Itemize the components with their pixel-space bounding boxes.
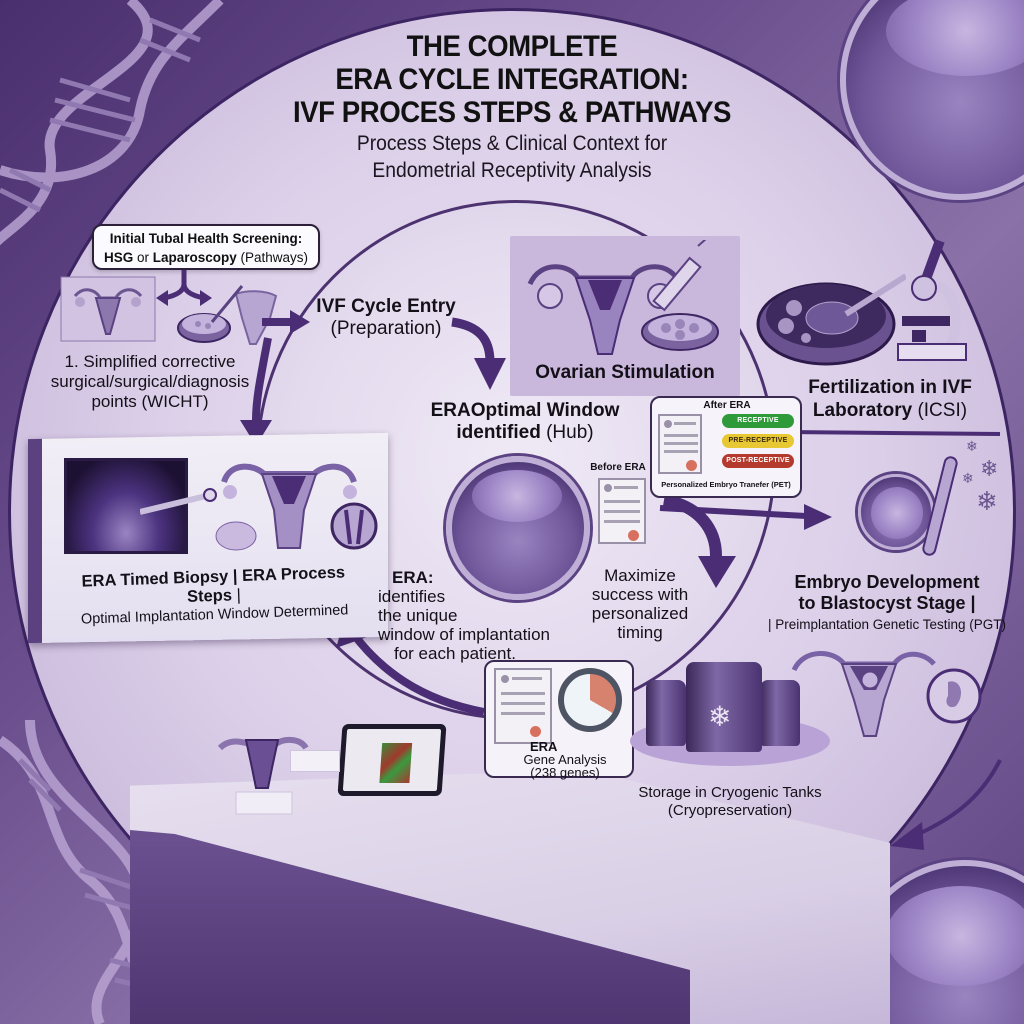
embryo-dev-line-3: | Preimplantation Genetic Testing (PGT): [767, 617, 1007, 632]
era-result-card: After ERA RECEPTIVE PRE-RECEPTIVE POST-R…: [650, 396, 802, 498]
gene-title: ERA: [530, 739, 558, 754]
corrective-line-3: points (WICHT): [91, 392, 209, 411]
uterus-implantation-icon: [791, 651, 982, 737]
maximize-line-4: timing: [617, 623, 663, 642]
subtitle-line-2: Endometrial Receptivity Analysis: [372, 159, 652, 182]
hub-rest: (Hub): [540, 422, 594, 443]
page-subtitle: Process Steps & Clinical Context for End…: [282, 130, 742, 184]
or-label: or: [133, 250, 153, 265]
gene-line-1: Gene Analysis: [523, 752, 607, 767]
cryo-tank-right-icon: [760, 680, 800, 746]
era-desc-line-1: identifies: [378, 587, 446, 606]
dna-helix-top-left-icon: [0, 0, 224, 246]
snowflake-icon: ❄: [980, 456, 999, 481]
maximize-line-1: Maximize: [604, 566, 676, 585]
pathways-label: (Pathways): [236, 250, 309, 265]
desk-box: [290, 750, 340, 772]
maximize-line-2: success with: [591, 585, 689, 604]
snowflake-icon: ❄: [962, 470, 974, 486]
pet-caption: Personalized Embryo Tranefer (PET): [661, 480, 791, 489]
storage-label: Storage in Cryogenic Tanks (Cryopreserva…: [620, 784, 840, 820]
corrective-line-2: surgical/surgical/diagnosis: [50, 372, 250, 391]
cryo-tank-center-icon: ❄: [686, 662, 762, 752]
screening-line-1: Initial Tubal Health Screening:: [109, 231, 303, 246]
era-desc-title: ERA:: [392, 568, 434, 587]
clock-icon: [558, 668, 622, 732]
era-biopsy-label: ERA Timed Biopsy | ERA Process Steps | O…: [63, 563, 365, 630]
maximize-success-text: Maximize success with personalized timin…: [580, 566, 700, 642]
tablet-device-icon: [337, 724, 447, 796]
uterus-model-icon: [217, 736, 309, 815]
uterus-biopsy-diagram-icon: [215, 463, 378, 551]
gene-analysis-label: ERA Gene Analysis (238 genes): [510, 740, 620, 779]
embryo-dev-line-2: to Blastocyst Stage |: [798, 593, 976, 613]
screening-line-2: HSG or Laparoscopy (Pathways): [94, 248, 318, 267]
blastocyst-development-icon: [858, 474, 934, 550]
title-line-1: THE COMPLETE: [406, 30, 618, 63]
split-arrows-icon: [156, 270, 212, 306]
cryo-tank-left-icon: [646, 680, 686, 746]
ivf-cycle-entry-label: IVF Cycle Entry (Preparation): [306, 296, 466, 340]
embryo-development-label: Embryo Development to Blastocyst Stage |…: [750, 572, 1024, 635]
title-line-3: IVF PROCES STEPS & PATHWAYS: [293, 96, 731, 129]
biopsy-instrument-icon: [140, 488, 217, 515]
snowflake-icon: ❄: [976, 486, 998, 516]
hsg-label: HSG: [103, 250, 134, 265]
storage-line-2: (Cryopreservation): [667, 802, 793, 819]
hub-identified: identified: [456, 422, 541, 443]
pre-receptive-pill: PRE-RECEPTIVE: [722, 434, 794, 448]
separator-end: |: [231, 586, 242, 605]
subtitle-line-1: Process Steps & Clinical Context for: [356, 132, 668, 155]
fertilization-line-1: Fertilization in IVF: [808, 377, 972, 398]
receptive-pill: RECEPTIVE: [722, 414, 794, 428]
fertilization-lab: Laboratory: [812, 400, 913, 421]
hub-label: ERAOptimal Window identified (Hub): [405, 400, 645, 444]
fertilization-icsi: (ICSI): [912, 400, 968, 421]
ivf-entry-title: IVF Cycle Entry: [316, 296, 456, 317]
before-era-document-icon: [598, 478, 646, 544]
snowflake-icon: ❄: [708, 701, 732, 732]
petri-dish-laparoscopy-icon: [177, 285, 278, 345]
uterus-diagram-icon: [60, 276, 156, 342]
title-line-2: ERA CYCLE INTEGRATION:: [335, 63, 689, 96]
corrective-line-1: 1. Simplified corrective: [64, 352, 236, 371]
gene-line-2: (238 genes): [530, 765, 600, 780]
ivf-entry-subtitle: (Preparation): [330, 318, 442, 339]
central-blastocyst-icon: [446, 456, 590, 600]
test-tube-icon: [922, 456, 958, 556]
fertilization-label: Fertilization in IVF Laboratory (ICSI): [790, 376, 990, 422]
laparoscopy-label: Laparoscopy: [152, 250, 237, 265]
era-desc-line-2: the unique: [378, 606, 458, 625]
snowflake-icon: ❄: [966, 438, 978, 454]
maximize-line-3: personalized: [591, 604, 689, 623]
embryo-dev-line-1: Embryo Development: [794, 572, 980, 592]
page-title: THE COMPLETE ERA CYCLE INTEGRATION: IVF …: [282, 30, 742, 129]
separator: |: [227, 567, 243, 586]
era-desc-line-4: for each patient.: [394, 644, 516, 663]
gene-report-document-icon: [494, 668, 552, 744]
ovarian-stimulation-panel: [510, 236, 740, 396]
storage-line-1: Storage in Cryogenic Tanks: [638, 784, 822, 801]
after-era-label: After ERA: [703, 400, 751, 411]
ovarian-stimulation-icon: [527, 240, 719, 355]
petri-dish-icsi-icon: [756, 273, 906, 366]
before-era-label: Before ERA: [590, 462, 646, 473]
report-document-icon: [658, 414, 702, 474]
tubal-screening-callout: Initial Tubal Health Screening: HSG or L…: [92, 224, 320, 270]
hub-line-1: ERAOptimal Window: [430, 400, 620, 421]
era-desc-line-3: window of implantation: [378, 625, 550, 644]
microscope-icon: [897, 239, 967, 361]
post-receptive-pill: POST-RECEPTIVE: [722, 454, 794, 468]
heatmap-graphic: [379, 743, 413, 783]
era-description: ERA: identifies the unique window of imp…: [364, 568, 564, 663]
ovarian-stimulation-label: Ovarian Stimulation: [535, 362, 715, 383]
corrective-steps-text: 1. Simplified corrective surgical/surgic…: [30, 352, 270, 412]
